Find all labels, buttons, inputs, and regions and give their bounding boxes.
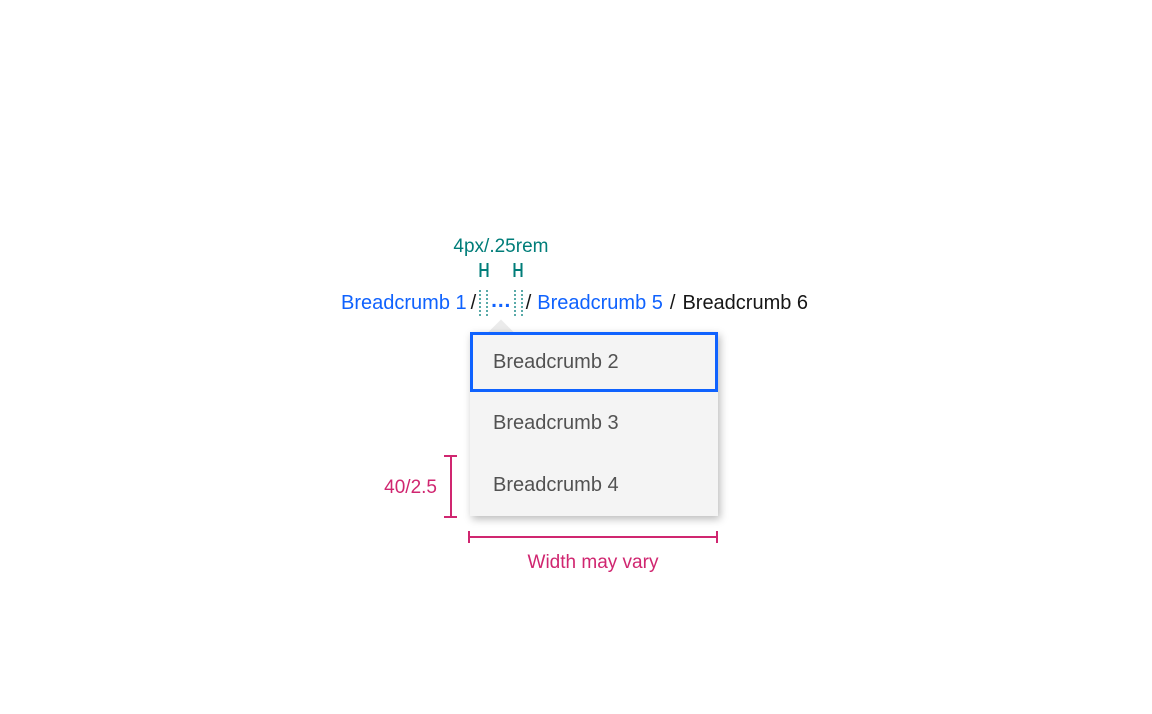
spacing-annotation-label: 4px/.25rem (453, 236, 549, 257)
overflow-menu-item-breadcrumb-4[interactable]: Breadcrumb 4 (493, 474, 619, 496)
breadcrumb-link-5[interactable]: Breadcrumb 5 (537, 291, 663, 314)
breadcrumb-overflow-trigger[interactable]: … (488, 289, 514, 316)
item-height-bracket (444, 455, 457, 518)
overflow-menu: Breadcrumb 2 Breadcrumb 3 Breadcrumb 4 (470, 332, 718, 516)
breadcrumb-overflow-group: 4px/.25rem … (453, 236, 548, 316)
breadcrumb-separator: / (525, 291, 532, 314)
breadcrumb-separator: / (470, 291, 477, 314)
overflow-menu-item-breadcrumb-3[interactable]: Breadcrumb 3 (493, 412, 619, 434)
bracket-line (449, 455, 452, 518)
ellipsis-icon: … (490, 289, 512, 312)
spacing-indicator-right (513, 263, 523, 316)
breadcrumb-separator: / (669, 291, 676, 314)
bracket-cap (444, 516, 457, 518)
spacing-hmark-icon (479, 263, 489, 277)
menu-width-measure-line (468, 531, 718, 543)
menu-width-annotation-label: Width may vary (527, 552, 659, 573)
measure-cap (716, 531, 718, 543)
breadcrumb: Breadcrumb 1 / 4px/.25rem … / Breadcrumb… (341, 236, 809, 316)
overflow-menu-item-breadcrumb-2[interactable]: Breadcrumb 2 (470, 332, 718, 392)
item-height-annotation-label: 40/2.5 (384, 477, 437, 498)
spacing-indicator-left (479, 263, 489, 316)
measure-line (468, 536, 718, 538)
breadcrumb-current-page: Breadcrumb 6 (682, 291, 809, 314)
breadcrumb-link-1[interactable]: Breadcrumb 1 (341, 291, 467, 314)
spacing-hmark-icon (513, 263, 523, 277)
